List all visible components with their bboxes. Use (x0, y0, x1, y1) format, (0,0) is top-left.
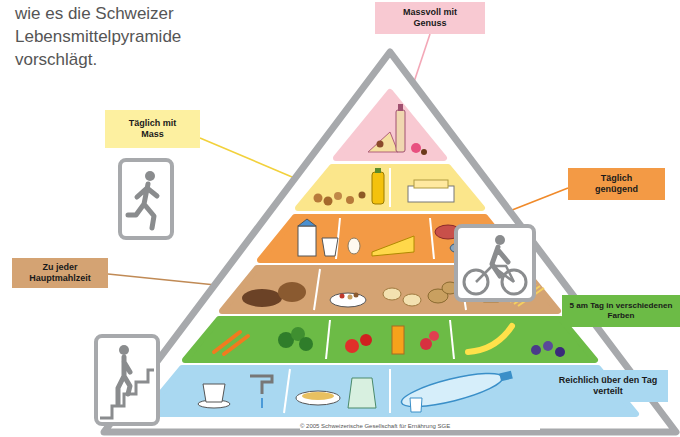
starchy-foods (403, 294, 421, 306)
sweets (368, 104, 427, 155)
oil-and-nuts (314, 168, 455, 206)
drinks (250, 376, 272, 394)
pyramid-band (336, 92, 444, 158)
runner-icon (120, 160, 172, 238)
drinks (302, 392, 334, 400)
band-divider (450, 320, 454, 359)
oil-and-nuts (346, 196, 354, 204)
band-divider (314, 269, 320, 310)
fruits-and-vegetables (214, 326, 565, 357)
oil-and-nuts (314, 194, 323, 203)
protein-foods (298, 226, 316, 256)
starchy-foods (278, 282, 306, 302)
pyramid-band (185, 319, 595, 360)
callout-text: Massvoll mit Genuss (400, 7, 460, 29)
callout-box: Reichlich über den Tag verteilt (548, 370, 668, 402)
sweets (368, 132, 398, 152)
pyramid-frame (104, 52, 676, 432)
fruits-and-vegetables (531, 345, 541, 355)
sweets (411, 143, 421, 153)
callout-box: Massvoll mit Genuss (375, 2, 485, 34)
cyclist-icon (495, 235, 505, 245)
protein-foods (372, 236, 414, 256)
fruits-and-vegetables (345, 339, 359, 353)
fruits-and-vegetables (543, 341, 553, 351)
stairs-icon (118, 357, 130, 404)
drinks (261, 398, 263, 408)
oil-and-nuts (372, 172, 384, 204)
sweets (421, 149, 427, 155)
band-divider (389, 369, 391, 413)
cyclist-icon (456, 226, 534, 300)
starchy-foods (348, 295, 353, 300)
pyramid-band (298, 167, 482, 208)
drinks (198, 367, 513, 414)
band-divider (284, 168, 466, 413)
callout-text: Täglich genügend (587, 173, 647, 195)
protein-foods (322, 238, 338, 256)
callout-box: Täglich genügend (568, 168, 665, 200)
drinks (410, 398, 422, 412)
callout-text: 5 am Tag in verschiedenen Farben (565, 301, 677, 320)
drinks (203, 384, 225, 402)
fruits-and-vegetables (429, 331, 439, 341)
fruits-and-vegetables (224, 336, 248, 354)
starchy-foods (383, 288, 401, 300)
callout-text: Zu jeder Hauptmahlzeit (20, 262, 100, 284)
oil-and-nuts (334, 192, 342, 200)
oil-and-nuts (375, 168, 381, 173)
starchy-foods (330, 293, 366, 307)
sweets (377, 141, 384, 148)
callout-text: Reichlich über den Tag verteilt (552, 375, 664, 397)
stairs-icon (119, 345, 129, 355)
callout-box: 5 am Tag in verschiedenen Farben (562, 295, 680, 327)
drinks (348, 378, 376, 408)
oil-and-nuts (414, 180, 448, 188)
runner-icon (120, 160, 172, 238)
fruits-and-vegetables (214, 332, 240, 352)
sweets (396, 110, 405, 152)
oil-and-nuts (359, 192, 366, 199)
starchy-foods (354, 293, 359, 298)
band-divider (284, 369, 290, 413)
drinks (499, 371, 513, 382)
fruits-and-vegetables (468, 326, 512, 352)
protein-foods (298, 219, 316, 226)
fruits-and-vegetables (420, 338, 432, 350)
drinks (296, 391, 340, 405)
callout-text: Täglich mit Mass (125, 118, 180, 140)
intro-text: wie es die Schweizer Lebensmittelpyramid… (15, 2, 205, 71)
cyclist-icon (456, 226, 534, 300)
fruits-and-vegetables (360, 334, 372, 346)
callout-box: Zu jeder Hauptmahlzeit (12, 258, 108, 288)
band-divider (430, 218, 434, 259)
cyclist-icon (492, 247, 508, 276)
fruits-and-vegetables (299, 337, 313, 351)
copyright-notice: © 2005 Schweizerische Gesellschaft für E… (300, 422, 540, 430)
band-divider (389, 168, 391, 207)
sweets (398, 104, 403, 111)
fruits-and-vegetables (555, 347, 565, 357)
starchy-foods (242, 289, 282, 307)
oil-and-nuts (324, 197, 333, 206)
fruits-and-vegetables (392, 326, 404, 354)
starchy-foods (340, 294, 345, 299)
band-divider (326, 320, 330, 359)
protein-foods (348, 238, 360, 254)
pyramid-band (144, 92, 636, 414)
callout-box: Täglich mit Mass (105, 110, 200, 148)
stairs-icon (96, 336, 158, 424)
stairs-icon (96, 336, 158, 424)
runner-icon (145, 171, 155, 181)
runner-icon (128, 184, 157, 228)
drinks (399, 367, 505, 414)
